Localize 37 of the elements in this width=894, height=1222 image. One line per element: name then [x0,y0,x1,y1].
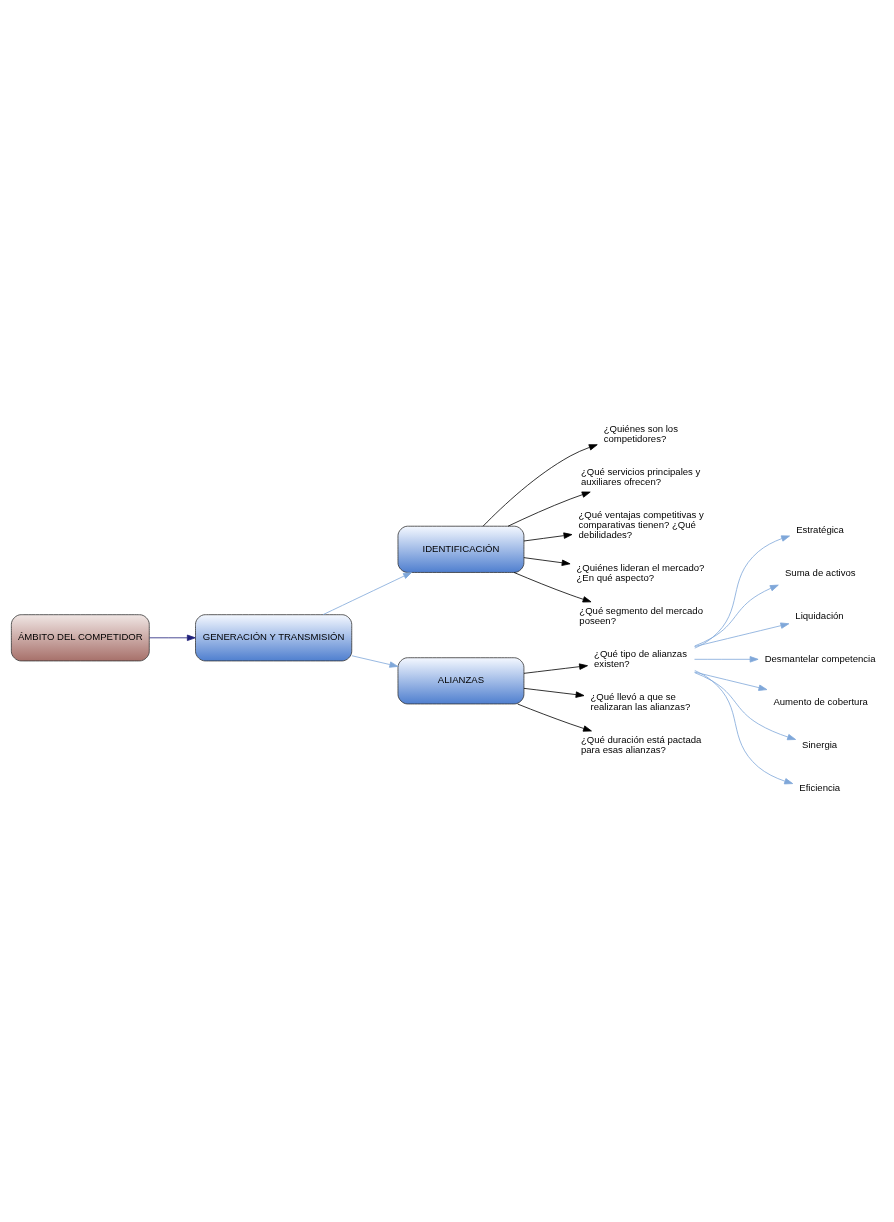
arrow [694,671,768,691]
arrow [694,534,790,648]
node-box: IDENTIFICACIÓN [397,525,525,573]
arrow [513,571,592,602]
node-text: ¿Qué servicios principales y auxiliares ofrecen? [580,465,701,487]
arrow [482,443,598,526]
arrow [523,687,585,698]
node-text: Desmantelar competencia [764,652,876,664]
node-text: Estratégica [796,523,844,535]
arrow [149,634,196,641]
node-text: Sinergia [802,738,838,750]
arrow [507,491,591,527]
node-text: ¿Qué llevó a que se realizaran las alianzas? [590,690,691,712]
node-box: GENERACIÓN Y TRANSMISIÓN [195,613,353,661]
node-text: ¿Qué segmento del mercado poseen? [579,604,703,626]
node-box: ÁMBITO DEL COMPETIDOR [10,613,150,661]
node-text: Suma de activos [784,566,856,578]
node-text: Aumento de cobertura [773,695,868,707]
node-text: ¿Quiénes son los competidores? [603,422,678,444]
arrow [517,703,592,732]
arrow [694,655,759,662]
node-text: ¿Qué duración está pactada para esas alianzas? [580,733,702,755]
node-text: Liquidación [795,609,844,621]
node-text: ¿Qué tipo de alianzas existen? [594,647,687,669]
node-box: ALIANZAS [397,656,525,704]
arrow [322,571,412,615]
arrow [694,669,794,784]
arrow [694,584,779,646]
node-text: ¿Qué ventajas competitivas y comparativas tienen? ¿Qué debilidades? [578,508,704,540]
node-text: ¿Quiénes lideran el mercado? ¿En qué aspecto? [576,561,705,583]
arrow [523,531,573,541]
arrow [523,556,571,566]
arrow [694,671,796,740]
arrow [694,622,790,647]
arrow [351,654,399,668]
node-text: Eficiencia [799,781,841,793]
arrow [523,662,588,674]
